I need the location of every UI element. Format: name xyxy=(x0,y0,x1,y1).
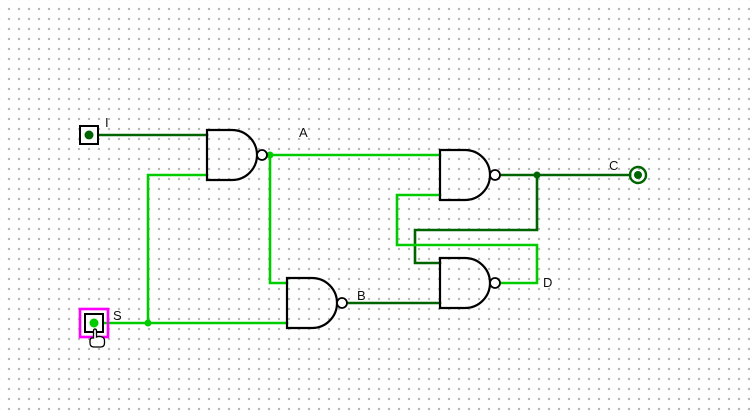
output-pin-ring xyxy=(628,165,648,185)
input-pin-s[interactable] xyxy=(78,307,110,339)
pin-state-indicator xyxy=(89,318,99,328)
input-pin-i[interactable] xyxy=(79,125,99,145)
label-output-c: C xyxy=(609,158,618,173)
nand-inverter-bubble xyxy=(256,149,268,161)
wire-junction xyxy=(266,151,274,159)
wires-layer xyxy=(96,133,632,327)
nand-gate-body xyxy=(438,148,492,202)
cursor-layer xyxy=(89,328,106,348)
wire-s-to-nand1[interactable] xyxy=(146,173,209,325)
wire-d-feedback[interactable] xyxy=(395,193,539,285)
nand-inverter-bubble xyxy=(489,169,501,181)
label-input-i: I xyxy=(105,115,109,130)
label-node-a: A xyxy=(299,125,308,140)
nand-gate-2[interactable] xyxy=(438,148,501,202)
poke-hand-icon xyxy=(89,328,106,348)
nand-gate-body xyxy=(285,276,339,330)
nand-gate-4[interactable] xyxy=(438,256,501,310)
wire-a-branch[interactable] xyxy=(268,153,289,285)
pins-layer xyxy=(78,125,648,339)
pin-state-indicator xyxy=(84,130,94,140)
label-node-d: D xyxy=(543,275,552,290)
wire-c-feedback[interactable] xyxy=(413,173,539,265)
wire-junction xyxy=(533,171,541,179)
wire-junction xyxy=(144,319,152,327)
nand-inverter-bubble xyxy=(489,277,501,289)
label-node-b: B xyxy=(357,288,366,303)
output-pin-c[interactable] xyxy=(628,165,648,185)
nand-gate-body xyxy=(438,256,492,310)
nand-inverter-bubble xyxy=(336,297,348,309)
nand-gate-body xyxy=(205,128,259,182)
gates-layer xyxy=(205,128,501,330)
output-pin-core xyxy=(634,171,642,179)
nand-gate-3[interactable] xyxy=(285,276,348,330)
label-input-s: S xyxy=(113,308,122,323)
nand-gate-1[interactable] xyxy=(205,128,268,182)
